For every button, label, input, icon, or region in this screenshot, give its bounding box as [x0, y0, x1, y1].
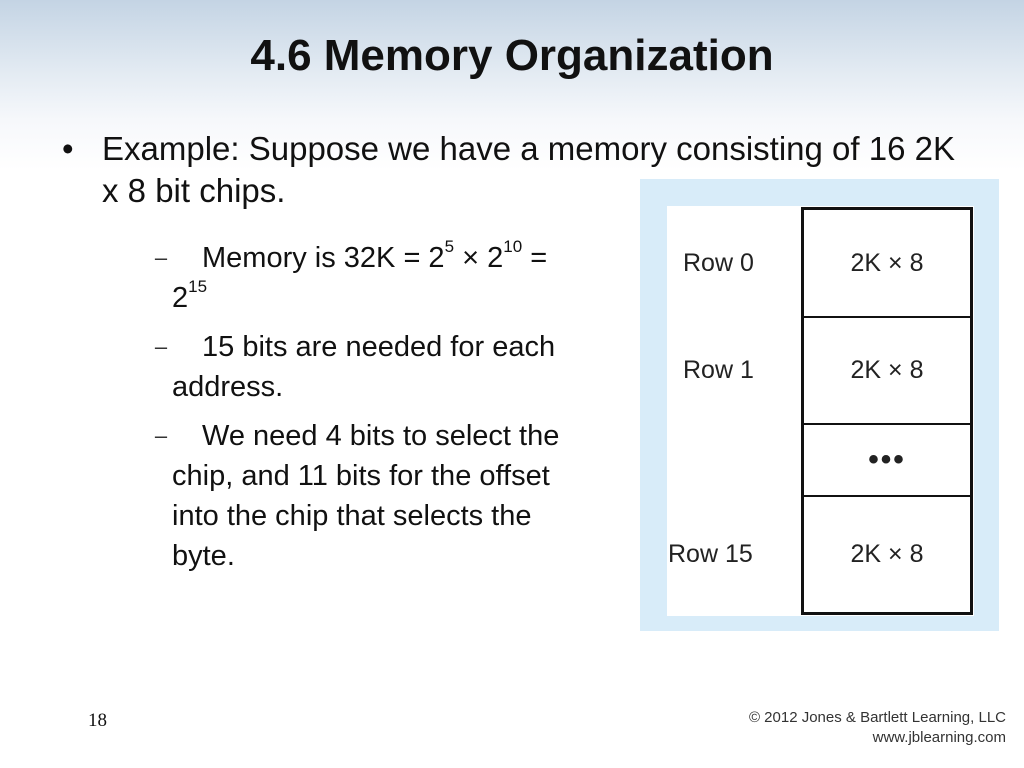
chip-cell-1: 2K × 8	[804, 318, 970, 425]
chip-table: 2K × 8 2K × 8 ••• 2K × 8	[801, 207, 973, 615]
dash-marker: –	[154, 423, 168, 448]
row-label-1: Row 1	[683, 356, 754, 384]
sub-bullet-line: into the chip that selects the	[172, 500, 532, 532]
dash-marker: –	[154, 245, 168, 270]
sub-bullet-line: We need 4 bits to select the	[202, 420, 560, 452]
sub-bullet-line: address.	[172, 371, 284, 403]
formula-part: Memory is 32K = 2	[202, 242, 445, 274]
chip-cell-15: 2K × 8	[850, 540, 924, 568]
page-number: 18	[88, 710, 107, 731]
formula-part: × 2	[454, 242, 504, 274]
formula-exponent: 15	[188, 277, 208, 297]
formula-part: 2	[172, 282, 189, 314]
formula-part: =	[522, 242, 548, 274]
sub-bullet-line: byte.	[172, 540, 235, 572]
ellipsis-cell: •••	[804, 425, 970, 497]
sub-bullet-line: chip, and 11 bits for the offset	[172, 460, 550, 492]
copyright-notice: © 2012 Jones & Bartlett Learning, LLC ww…	[749, 708, 1006, 748]
website-url: www.jblearning.com	[872, 729, 1006, 746]
sub-bullet-line: Memory is 32K = 25 × 210 =	[150, 238, 630, 278]
row-label-15: Row 15	[668, 540, 753, 568]
bullet-text: Example: Suppose we have a memory consis…	[102, 130, 955, 209]
sub-bullet-line: 15 bits are needed for each	[202, 331, 556, 363]
sub-bullet-line: 215	[150, 278, 630, 318]
sub-bullet-chip-select: – We need 4 bits to select the chip, and…	[150, 416, 630, 576]
sub-bullet-list: – Memory is 32K = 25 × 210 = 215 – 15 bi…	[150, 238, 630, 585]
bullet-marker: •	[62, 130, 74, 167]
sub-bullet-address-bits: – 15 bits are needed for each address.	[150, 327, 630, 407]
formula-exponent: 5	[444, 237, 455, 257]
slide-title: 4.6 Memory Organization	[250, 31, 774, 80]
chip-cell-0: 2K × 8	[804, 210, 970, 318]
row-label-0: Row 0	[683, 249, 754, 277]
formula-exponent: 10	[503, 237, 523, 257]
copyright-line: © 2012 Jones & Bartlett Learning, LLC	[748, 709, 1006, 726]
sub-bullet-memory-size: – Memory is 32K = 25 × 210 = 215	[150, 238, 630, 318]
dash-marker: –	[154, 334, 168, 359]
main-bullet: • Example: Suppose we have a memory cons…	[62, 128, 962, 212]
